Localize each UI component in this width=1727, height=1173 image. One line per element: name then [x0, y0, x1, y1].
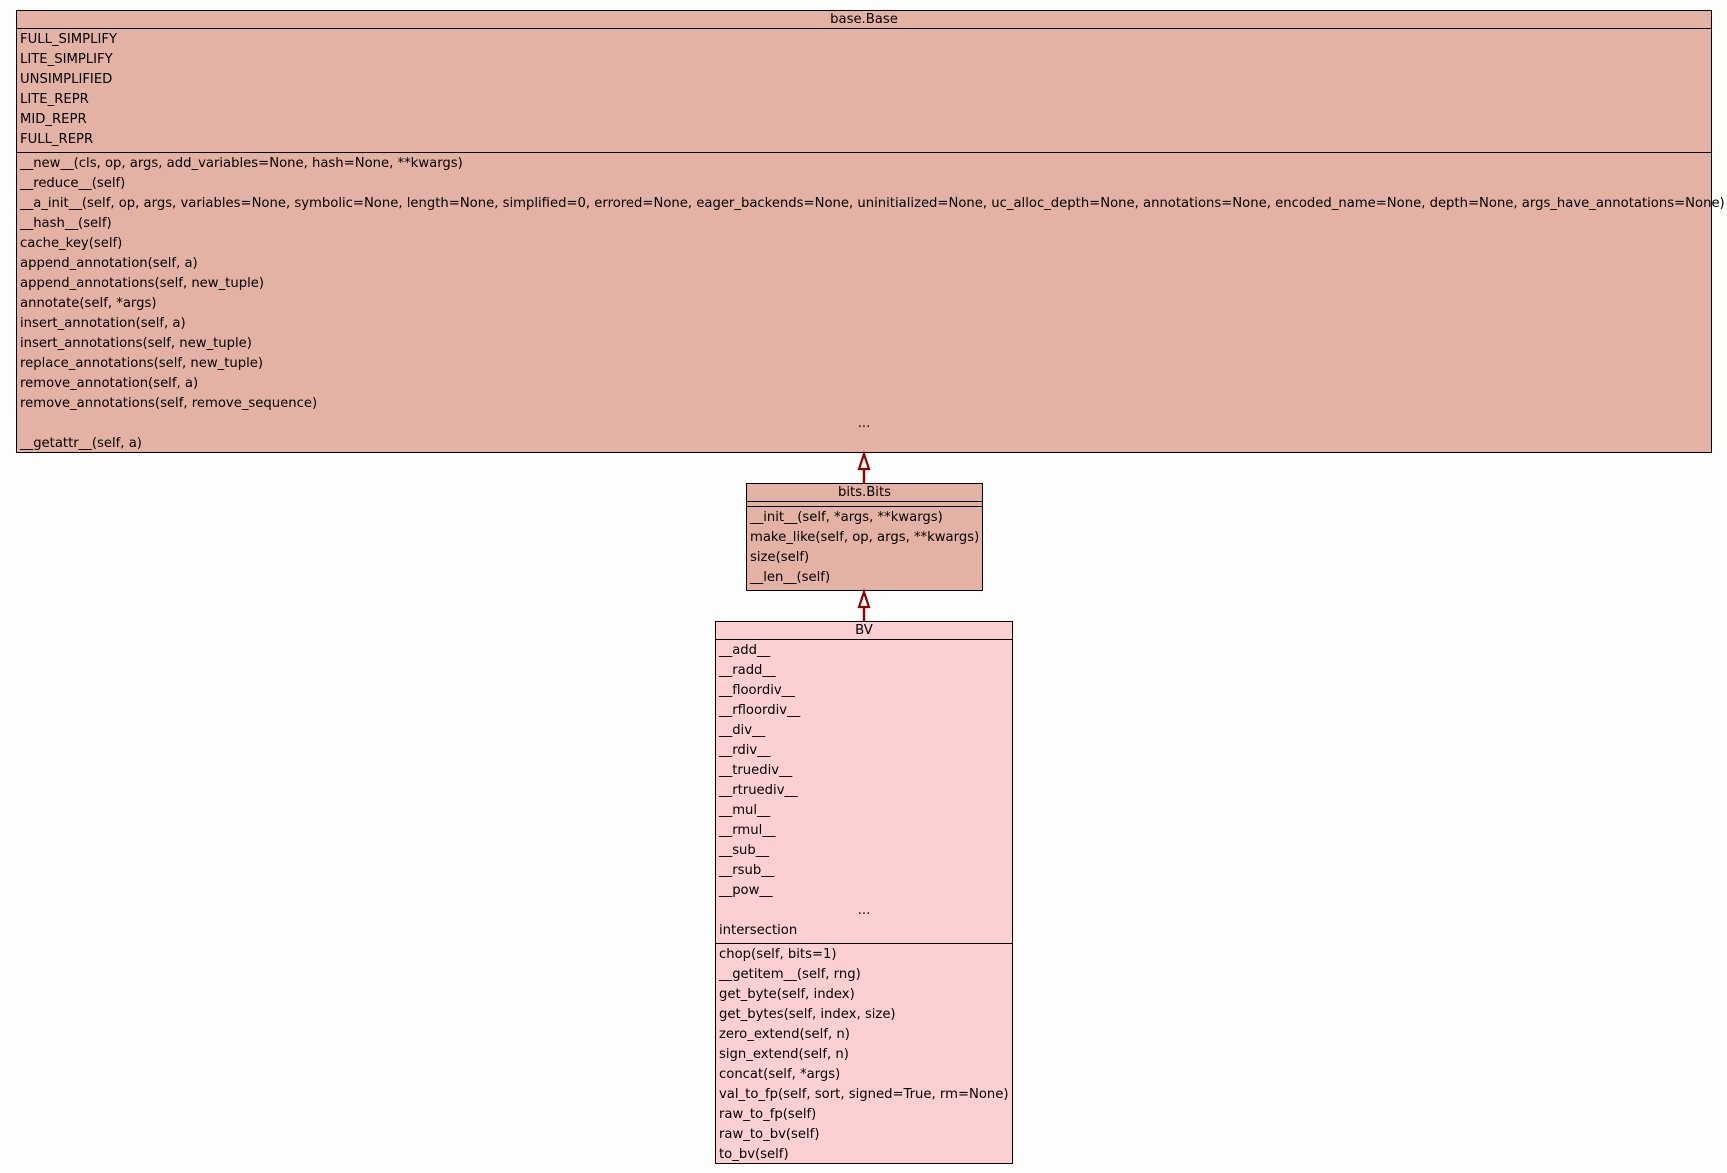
- member-row: remove_annotations(self, remove_sequence…: [20, 396, 318, 411]
- methods-compartment: chop(self, bits=1) __getitem__(self, rng)…: [716, 944, 1012, 1167]
- member-row: __hash__(self): [20, 216, 112, 231]
- member-row: __new__(cls, op, args, add_variables=Non…: [20, 156, 463, 171]
- member-row: get_byte(self, index): [719, 987, 855, 1002]
- inheritance-arrowhead: [857, 588, 871, 609]
- attributes-compartment: [747, 502, 982, 507]
- member-row: __add__: [719, 643, 771, 658]
- edge-bv-to-bits: [857, 588, 871, 621]
- member-row: concat(self, *args): [719, 1067, 841, 1082]
- member-row: __floordiv__: [719, 683, 795, 698]
- member-row: LITE_REPR: [20, 92, 89, 107]
- member-row: __sub__: [719, 843, 769, 858]
- attributes-compartment: FULL_SIMPLIFY LITE_SIMPLIFY UNSIMPLIFIED LI…: [17, 29, 1711, 153]
- member-row: append_annotations(self, new_tuple): [20, 276, 265, 291]
- class-bv: BV __add__ __radd__ __floordiv__ __rfloordi…: [715, 621, 1013, 1164]
- member-row: __rtruediv__: [719, 783, 798, 798]
- inheritance-arrowhead: [857, 450, 871, 471]
- ellipsis-row: ...: [857, 903, 871, 918]
- member-row: val_to_fp(self, sort, signed=True, rm=No…: [719, 1087, 1009, 1102]
- member-row: __getattr__(self, a): [20, 436, 142, 451]
- member-row: __rmul__: [719, 823, 776, 838]
- member-row: __a_init__(self, op, args, variables=Non…: [20, 196, 1725, 211]
- member-row: LITE_SIMPLIFY: [20, 52, 113, 67]
- member-row: UNSIMPLIFIED: [20, 72, 113, 87]
- member-row: insert_annotation(self, a): [20, 316, 186, 331]
- member-row: raw_to_fp(self): [719, 1107, 817, 1122]
- member-row: __truediv__: [719, 763, 793, 778]
- member-row: size(self): [750, 550, 810, 565]
- member-row: __rdiv__: [719, 743, 771, 758]
- member-row: __reduce__(self): [20, 176, 126, 191]
- class-title: bits.Bits: [747, 484, 982, 502]
- member-row: __getitem__(self, rng): [719, 967, 861, 982]
- member-row: remove_annotation(self, a): [20, 376, 199, 391]
- member-row: zero_extend(self, n): [719, 1027, 850, 1042]
- member-row: make_like(self, op, args, **kwargs): [750, 530, 980, 545]
- class-title: base.Base: [17, 11, 1711, 29]
- member-row: __div__: [719, 723, 766, 738]
- member-row: __radd__: [719, 663, 776, 678]
- member-row: insert_annotations(self, new_tuple): [20, 336, 252, 351]
- member-row: intersection: [719, 923, 798, 938]
- member-row: to_bv(self): [719, 1147, 789, 1162]
- member-row: get_bytes(self, index, size): [719, 1007, 896, 1022]
- class-bits-bits: bits.Bits __init__(self, *args, **kwargs…: [746, 483, 983, 591]
- member-row: MID_REPR: [20, 112, 87, 127]
- member-row: __mul__: [719, 803, 771, 818]
- member-row: __rsub__: [719, 863, 775, 878]
- methods-compartment: __init__(self, *args, **kwargs) make_like…: [747, 507, 982, 590]
- attributes-compartment: __add__ __radd__ __floordiv__ __rfloordiv__…: [716, 640, 1012, 944]
- member-row: append_annotation(self, a): [20, 256, 198, 271]
- member-row: __pow__: [719, 883, 773, 898]
- member-row: __rfloordiv__: [719, 703, 801, 718]
- member-row: FULL_REPR: [20, 132, 94, 147]
- class-base-base: base.Base FULL_SIMPLIFY LITE_SIMPLIFY UNSI…: [16, 10, 1725, 456]
- ellipsis-row: ...: [857, 416, 871, 431]
- member-row: annotate(self, *args): [20, 296, 157, 311]
- member-row: sign_extend(self, n): [719, 1047, 849, 1062]
- member-row: cache_key(self): [20, 236, 123, 251]
- member-row: __init__(self, *args, **kwargs): [750, 510, 943, 525]
- methods-compartment: __new__(cls, op, args, add_variables=Non…: [17, 153, 1725, 456]
- edge-bits-to-base: [857, 450, 871, 483]
- member-row: raw_to_bv(self): [719, 1127, 820, 1142]
- member-row: chop(self, bits=1): [719, 947, 837, 962]
- member-row: FULL_SIMPLIFY: [20, 32, 117, 47]
- class-title: BV: [716, 622, 1012, 640]
- member-row: __len__(self): [750, 570, 831, 585]
- member-row: replace_annotations(self, new_tuple): [20, 356, 264, 371]
